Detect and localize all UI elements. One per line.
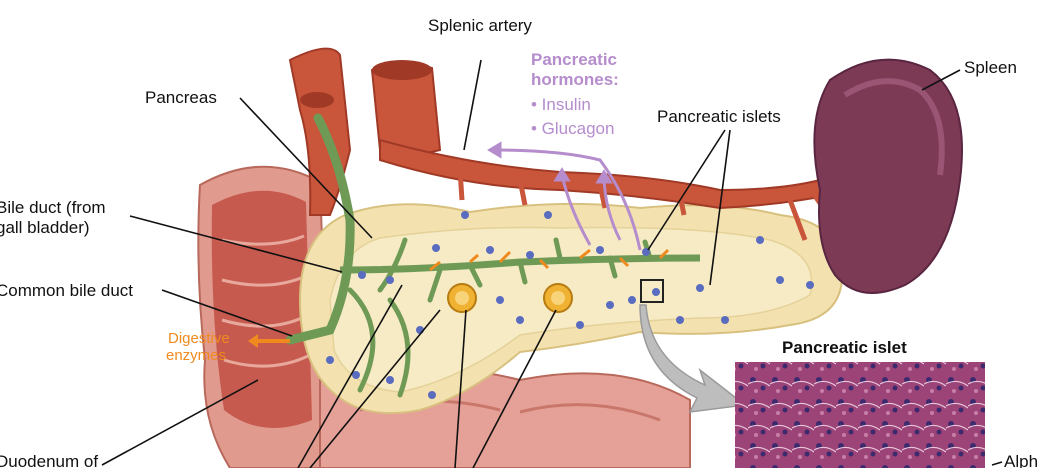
hormone-arrows	[487, 141, 642, 251]
enzyme-arrowhead	[248, 334, 258, 348]
label-digestive-line1: Digestive	[168, 330, 230, 347]
label-inset-title: Pancreatic islet	[782, 338, 907, 357]
label-alpha-partial: Alph	[1004, 452, 1039, 468]
spleen	[813, 58, 963, 294]
label-pancreas: Pancreas	[145, 88, 217, 107]
label-hormones-title2: hormones:	[531, 70, 619, 89]
label-duodenum: Duodenum of	[0, 452, 99, 468]
islets	[326, 211, 814, 399]
label-hormone-insulin: • Insulin	[531, 95, 591, 114]
label-bile-duct-line2: gall bladder)	[0, 218, 90, 237]
islet-zoom-box	[640, 279, 664, 303]
label-hormones-title1: Pancreatic	[531, 50, 617, 69]
label-common-bile-duct: Common bile duct	[0, 281, 134, 300]
histology-inset	[735, 362, 985, 468]
label-hormone-glucagon: • Glucagon	[531, 119, 615, 138]
label-pancreatic-islets: Pancreatic islets	[657, 107, 781, 126]
leader-lines	[101, 59, 1003, 468]
zoom-arrow	[639, 304, 747, 413]
label-digestive-line2: enzymes	[166, 347, 227, 364]
label-splenic-artery: Splenic artery	[428, 16, 532, 35]
acini	[447, 283, 573, 313]
label-spleen: Spleen	[964, 58, 1017, 77]
label-bile-duct-line1: Bile duct (from	[0, 198, 106, 217]
